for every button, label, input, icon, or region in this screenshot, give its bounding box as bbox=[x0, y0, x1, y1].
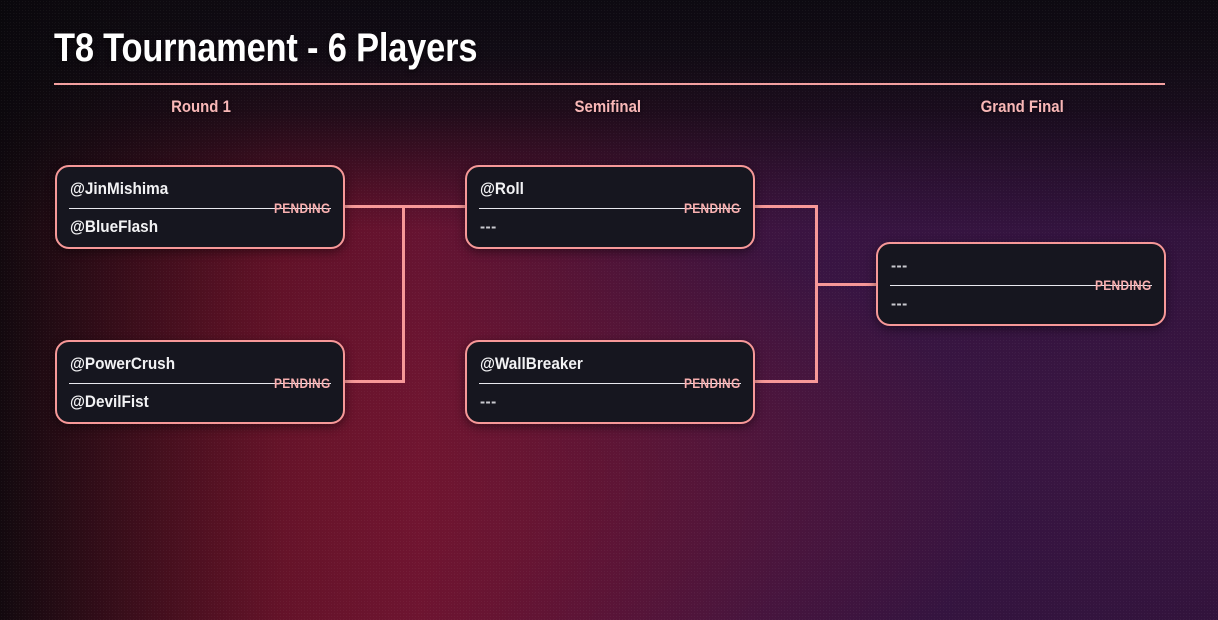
round-label-round-1: Round 1 bbox=[171, 97, 231, 116]
match-status-badge: PENDING bbox=[1095, 277, 1152, 293]
connector-sf-m1-horizontal bbox=[755, 205, 818, 208]
match-slot-top-player: @Roll bbox=[480, 179, 524, 198]
connector-sf-m2-horizontal bbox=[755, 380, 818, 383]
match-slot-bottom-player: @DevilFist bbox=[70, 392, 149, 411]
connector-r1-m1-horizontal bbox=[345, 205, 405, 208]
match-slot-top-player: @JinMishima bbox=[70, 179, 169, 198]
connector-r1-vertical-join bbox=[402, 205, 405, 383]
match-status-badge: PENDING bbox=[684, 200, 741, 216]
match-slot-top-player: --- bbox=[891, 256, 908, 275]
match-card-r1-m2[interactable]: @PowerCrush PENDING @DevilFist bbox=[55, 340, 345, 424]
match-status-badge: PENDING bbox=[274, 200, 331, 216]
connector-sf-vertical-join bbox=[815, 205, 818, 383]
match-slot-divider bbox=[479, 383, 741, 384]
title-divider-rule bbox=[54, 83, 1165, 85]
match-slot-divider bbox=[479, 208, 741, 209]
match-slot-divider bbox=[69, 383, 331, 384]
connector-sf-to-final-horizontal bbox=[815, 283, 878, 286]
round-label-semifinal: Semifinal bbox=[574, 97, 642, 116]
match-card-grand-final[interactable]: --- PENDING --- bbox=[876, 242, 1166, 326]
match-slot-bottom-player: --- bbox=[891, 294, 908, 313]
round-label-grand-final: Grand Final bbox=[980, 97, 1064, 116]
match-slot-bottom-player: --- bbox=[480, 217, 497, 236]
background-left-fade bbox=[0, 0, 420, 620]
match-card-sf-m2[interactable]: @WallBreaker PENDING --- bbox=[465, 340, 755, 424]
match-slot-divider bbox=[69, 208, 331, 209]
match-status-badge: PENDING bbox=[684, 375, 741, 391]
match-status-badge: PENDING bbox=[274, 375, 331, 391]
match-card-sf-m1[interactable]: @Roll PENDING --- bbox=[465, 165, 755, 249]
connector-r1-m2-horizontal bbox=[345, 380, 405, 383]
match-card-r1-m1[interactable]: @JinMishima PENDING @BlueFlash bbox=[55, 165, 345, 249]
match-slot-bottom-player: --- bbox=[480, 392, 497, 411]
match-slot-bottom-player: @BlueFlash bbox=[70, 217, 159, 236]
match-slot-top-player: @WallBreaker bbox=[480, 354, 583, 373]
connector-r1-to-semifinal-horizontal bbox=[402, 205, 465, 208]
match-slot-divider bbox=[890, 285, 1152, 286]
page-title: T8 Tournament - 6 Players bbox=[54, 26, 478, 70]
match-slot-top-player: @PowerCrush bbox=[70, 354, 176, 373]
